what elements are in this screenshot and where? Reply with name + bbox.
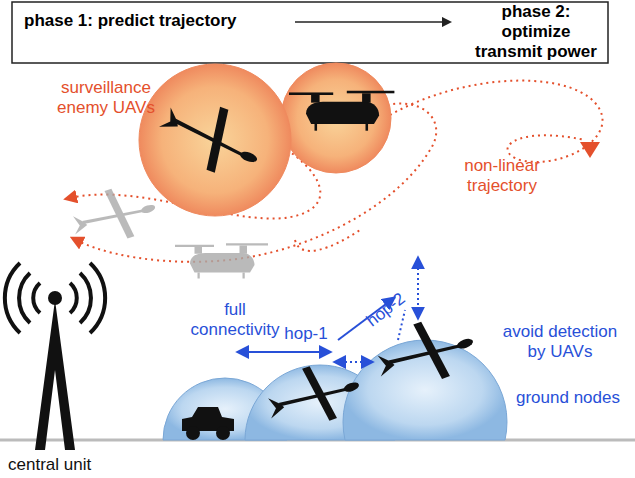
trajectory-label: non-linear trajectory <box>452 156 552 196</box>
phase-text: phase 1: predict trajectory <box>24 11 304 31</box>
phase-text: phase 2: optimize transmit power <box>467 2 605 62</box>
header-box: phase 1: predict trajectory phase 2: opti… <box>12 2 608 63</box>
hop-label: hop-1 <box>276 324 336 344</box>
detection-zone <box>139 64 291 216</box>
central-unit-tower <box>5 263 105 450</box>
trajectory-end <box>580 142 600 158</box>
stealth-label: avoid detection by UAVs <box>500 322 620 362</box>
enemy-uav <box>151 89 395 184</box>
header-frame <box>12 2 608 63</box>
tower-label: central unit <box>8 455 128 475</box>
ground-label: ground nodes <box>508 388 628 408</box>
connectivity-label: full connectivity <box>190 300 280 340</box>
phase-arrow <box>295 21 450 23</box>
hop-label: hop-2 <box>356 284 416 337</box>
link <box>238 258 418 362</box>
enemy-label: surveillance enemy UAVs <box>50 78 162 118</box>
